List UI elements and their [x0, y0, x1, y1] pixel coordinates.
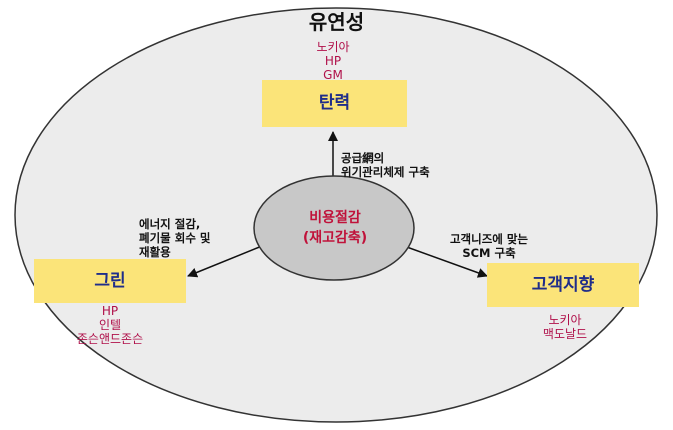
- note-line: 폐기물 회수 및: [139, 231, 211, 245]
- arrow-to-right: [403, 245, 488, 278]
- company-name: HP: [101, 304, 119, 318]
- box-left-label: 그린: [94, 271, 126, 291]
- title: 유연성: [308, 10, 365, 34]
- center-line: 비용절감: [309, 210, 361, 226]
- arrow-to-left: [187, 245, 263, 278]
- note-left: 에너지 절감, 폐기물 회수 및 재활용: [139, 217, 211, 259]
- note-line: 고객니즈에 맞는: [449, 232, 529, 246]
- note-line: 재활용: [139, 245, 171, 259]
- company-name: HP: [324, 54, 342, 68]
- note-line: 에너지 절감,: [139, 217, 201, 231]
- note-line: 위기관리체제 구축: [341, 165, 430, 179]
- center-line: (재고감축): [302, 230, 368, 246]
- box-left: 그린: [34, 259, 186, 303]
- note-line: SCM 구축: [462, 246, 516, 260]
- note-line: 공급網의: [341, 151, 385, 165]
- box-right-label: 고객지향: [531, 275, 595, 295]
- center-label: 비용절감 (재고감축): [255, 208, 415, 248]
- company-name: 노키아: [316, 40, 350, 54]
- company-name: GM: [323, 68, 343, 82]
- company-name: 맥도날드: [542, 327, 588, 341]
- note-top: 공급網의 위기관리체제 구축: [341, 151, 430, 179]
- box-right: 고객지향: [487, 263, 639, 307]
- right-companies: 노키아 맥도날드: [510, 313, 620, 341]
- left-companies: HP 인텔 존슨앤드존슨: [50, 304, 170, 346]
- company-name: 인텔: [98, 318, 122, 332]
- center-circle: [253, 175, 415, 281]
- note-right: 고객니즈에 맞는 SCM 구축: [424, 232, 554, 260]
- company-name: 노키아: [548, 313, 582, 327]
- box-top: 탄력: [262, 80, 407, 127]
- box-top-label: 탄력: [318, 93, 351, 113]
- top-companies: 노키아 HP GM: [283, 40, 383, 82]
- company-name: 존슨앤드존슨: [76, 332, 144, 346]
